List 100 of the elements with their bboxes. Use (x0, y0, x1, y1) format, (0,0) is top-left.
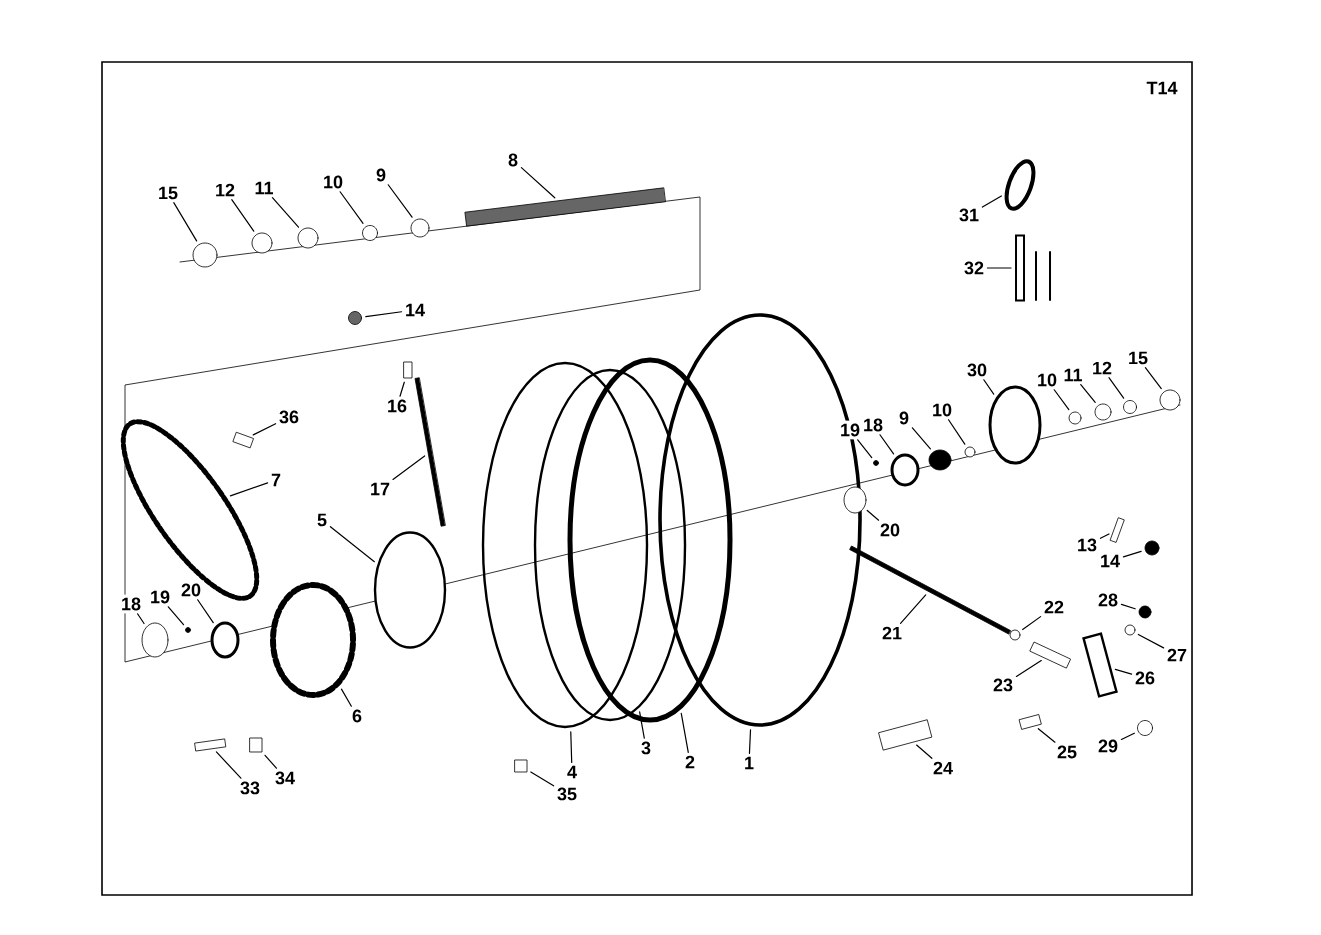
callout-number: 18 (118, 594, 144, 614)
leader-line (1144, 367, 1162, 390)
part-picture (1094, 403, 1112, 421)
leader-line (916, 744, 933, 759)
part-picture (414, 377, 446, 527)
callout-number: 3 (638, 738, 654, 758)
callout-number: 27 (1164, 645, 1190, 665)
leader-line (340, 688, 352, 707)
callout-number: 6 (349, 706, 365, 726)
part-picture (1123, 400, 1137, 414)
leader-line (899, 594, 927, 624)
sheet-code: T14 (1146, 81, 1178, 95)
callout-number: 20 (877, 520, 903, 540)
leader-line (136, 613, 145, 625)
leader-line (339, 191, 364, 224)
callout-number: 14 (402, 300, 428, 320)
callout-number: 9 (373, 165, 389, 185)
part-picture (210, 621, 240, 659)
part-picture (1159, 389, 1181, 411)
leader-line (520, 167, 556, 199)
callout-number: 32 (961, 258, 987, 278)
callout-number: 23 (990, 675, 1016, 695)
leader-line (1037, 728, 1056, 743)
part-picture (1144, 540, 1160, 556)
callout-number: 25 (1054, 742, 1081, 762)
part-picture (1009, 629, 1021, 641)
leader-line (1022, 616, 1042, 631)
part-picture (1018, 714, 1042, 730)
part-picture (192, 242, 218, 268)
part-picture (1124, 624, 1136, 636)
leader-line (1108, 377, 1125, 399)
callout-number: 12 (212, 180, 238, 200)
leader-line (981, 195, 1002, 208)
part-picture (964, 446, 976, 458)
part-picture (843, 486, 867, 514)
part-picture (1068, 411, 1082, 425)
callout-number: 7 (268, 470, 284, 490)
leader-line (197, 599, 214, 624)
callout-number: 10 (320, 172, 346, 192)
callout-number: 2 (682, 752, 698, 772)
leader-line (680, 712, 689, 753)
leader-line (173, 202, 198, 242)
part-picture (533, 368, 687, 722)
callout-number: 15 (1125, 348, 1151, 368)
callout-number: 26 (1132, 668, 1159, 688)
leader-line (1137, 633, 1165, 649)
part-picture (1004, 159, 1036, 211)
callout-number: 10 (1034, 370, 1060, 390)
part-picture (928, 449, 952, 471)
leader-line (399, 381, 405, 397)
leader-line (879, 434, 895, 455)
part-picture (403, 361, 413, 379)
callout-number: 1 (741, 753, 757, 773)
leader-line (639, 711, 645, 739)
part-picture (1015, 234, 1025, 302)
callout-number: 19 (837, 420, 863, 440)
leader-line (1120, 603, 1136, 610)
leader-line (748, 729, 752, 754)
part-picture (890, 453, 920, 487)
part-picture (185, 627, 191, 633)
part-picture (251, 232, 273, 254)
leader-line (1114, 668, 1133, 675)
callout-number: 14 (1097, 551, 1123, 571)
callout-number: 10 (929, 400, 955, 420)
callout-number: 17 (367, 479, 393, 499)
leader-line (1120, 732, 1135, 741)
callout-number: 28 (1095, 590, 1121, 610)
callout-number: 19 (147, 587, 173, 607)
callout-number: 29 (1095, 736, 1121, 756)
leader-line (983, 379, 995, 395)
leader-line (1122, 550, 1142, 558)
callout-number: 4 (564, 762, 580, 782)
part-picture (348, 311, 362, 325)
leader-line (365, 311, 403, 318)
part-picture (297, 227, 319, 249)
callout-number: 15 (155, 183, 181, 203)
callout-number: 11 (251, 178, 277, 198)
callout-number: 36 (276, 407, 302, 427)
leader-line (866, 509, 880, 521)
part-picture (567, 357, 733, 723)
callout-number: 5 (314, 510, 330, 530)
part-picture (249, 737, 263, 753)
part-picture (141, 622, 169, 658)
part-picture (873, 460, 879, 466)
callout-number: 13 (1074, 535, 1100, 555)
callout-number: 9 (896, 408, 912, 428)
leader-line (986, 267, 1012, 269)
leader-line (387, 184, 413, 218)
part-picture (1029, 641, 1071, 669)
leader-line (1099, 533, 1110, 539)
callout-number: 22 (1041, 597, 1067, 617)
part-picture (481, 361, 649, 729)
callout-number: 20 (178, 580, 204, 600)
callout-number: 18 (860, 415, 886, 435)
callout-number: 35 (554, 784, 580, 804)
leader-line (215, 751, 242, 779)
callout-number: 8 (505, 150, 521, 170)
part-picture (878, 719, 932, 751)
leader-line (252, 423, 277, 436)
leader-line (1053, 389, 1070, 411)
